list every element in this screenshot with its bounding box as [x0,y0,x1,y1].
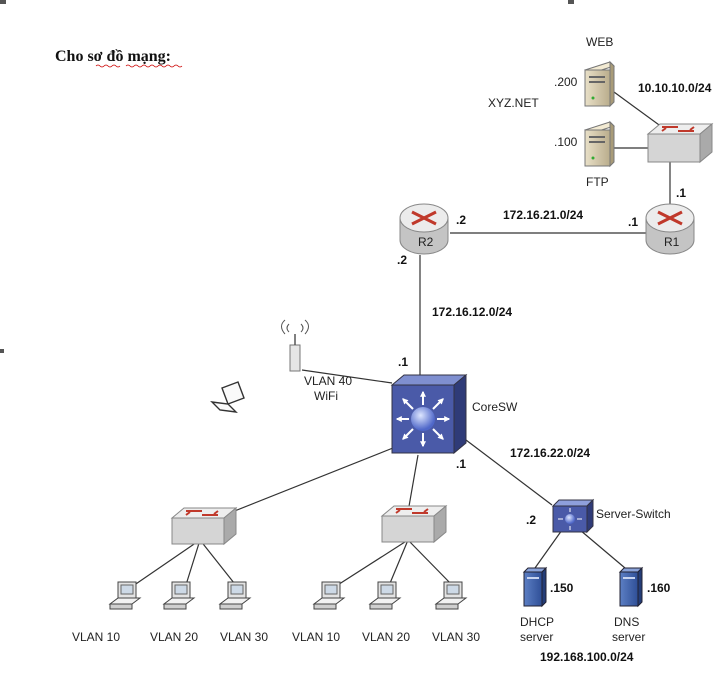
dns-label: DNS [614,615,639,629]
dhcp-server-icon [522,566,548,608]
dmz-network-label: 10.10.10.0/24 [638,81,712,95]
server-switch-icon [551,498,595,534]
spellcheck-underline [95,64,121,68]
dns-label-2: server [612,630,645,644]
vlan-label: VLAN 10 [292,630,340,644]
vlan-label: VLAN 20 [362,630,410,644]
access-switch-mid-icon [380,504,448,544]
web-label: WEB [586,35,613,49]
dns-server-icon [618,566,644,608]
access-switch-left-icon [170,506,238,546]
dmz-switch-icon [646,122,714,164]
coresw-layer3-switch-icon [390,373,468,455]
r1-to-r2-host-label: .1 [628,215,638,229]
ftp-server-icon [584,120,615,168]
pc-icon [434,581,468,610]
diagram-title: Cho sơ đồ mạng: [55,48,171,65]
labels: WEB .200 10.10.10.0/24 XYZ.NET .100 FTP … [72,35,712,664]
wifi-label: WiFi [314,389,338,403]
dhcp-label: DHCP [520,615,554,629]
dhcp-label-2: server [520,630,553,644]
r1-router-icon [645,203,695,255]
r2-router-icon [399,203,449,255]
pc-icons [108,581,468,610]
ftp-host-label: .100 [554,135,578,149]
core-to-r2-host-label: .1 [398,355,408,369]
vlan-label: VLAN 30 [220,630,268,644]
pc-icon [218,581,252,610]
web-server-icon [584,60,615,108]
laptop-icon [210,381,245,413]
vlan-label: VLAN 10 [72,630,120,644]
pc-icon [368,581,402,610]
wifi-access-point-icon [281,319,309,372]
vlan-label: VLAN 20 [150,630,198,644]
pc-icon [108,581,142,610]
ftp-label: FTP [586,175,609,189]
site-name-label: XYZ.NET [488,96,539,110]
coresw-label: CoreSW [472,400,518,414]
core-server-network-label: 172.16.22.0/24 [510,446,590,460]
r2-core-network-label: 172.16.12.0/24 [432,305,512,319]
dhcp-host-label: .150 [550,581,574,595]
server-switch-host-label: .2 [526,513,536,527]
connections [129,91,671,589]
web-host-label: .200 [554,75,578,89]
r1-dmz-host-label: .1 [676,186,686,200]
r2-to-r1-host-label: .2 [456,213,466,227]
server-switch-label: Server-Switch [596,507,671,521]
r2-label: R2 [418,235,434,249]
vlan-label: VLAN 30 [432,630,480,644]
r2-to-core-host-label: .2 [397,253,407,267]
server-network-label: 192.168.100.0/24 [540,650,634,664]
wifi-vlan-label: VLAN 40 [304,374,352,388]
core-to-server-switch-host-label: .1 [456,457,466,471]
pc-icon [312,581,346,610]
pc-icon [162,581,196,610]
r1-r2-network-label: 172.16.21.0/24 [503,208,583,222]
r1-label: R1 [664,235,680,249]
spellcheck-underline [125,64,183,68]
dns-host-label: .160 [647,581,671,595]
